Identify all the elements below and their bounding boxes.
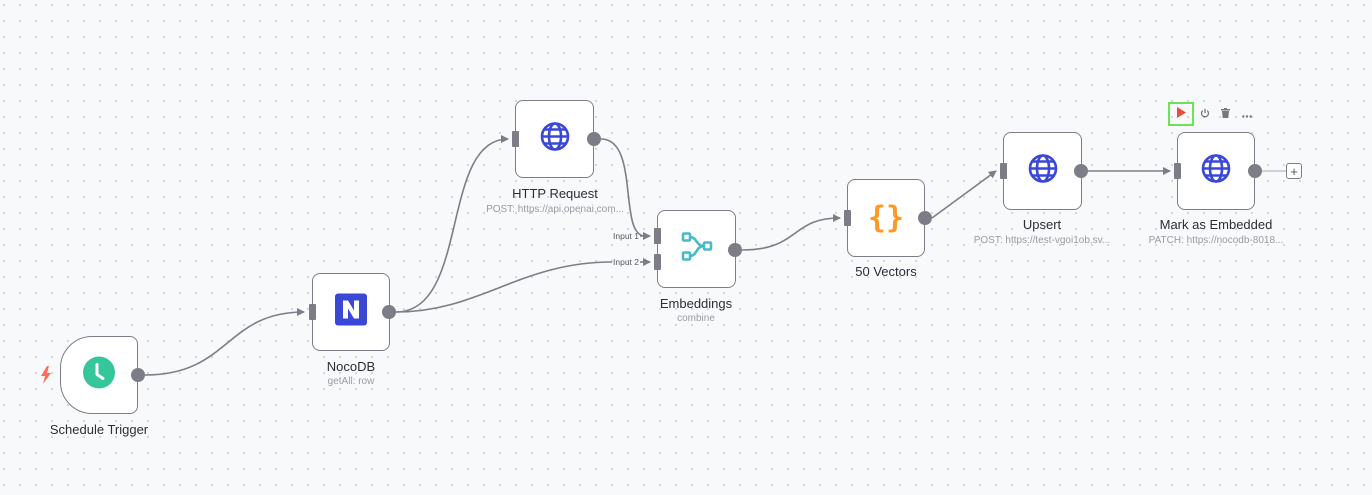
power-icon — [1200, 105, 1210, 123]
connection-vectors-upsert[interactable] — [931, 170, 997, 219]
input-label-1: Input 1 — [613, 231, 639, 241]
input-handle[interactable] — [1174, 163, 1181, 179]
output-handle[interactable] — [918, 211, 932, 225]
node-box[interactable] — [1003, 132, 1082, 210]
node-box[interactable] — [60, 336, 138, 414]
node-box[interactable] — [657, 210, 736, 288]
input-handle[interactable] — [512, 131, 519, 147]
connection-embeddings-vectors[interactable] — [741, 214, 841, 251]
node-box[interactable] — [312, 273, 390, 351]
output-handle[interactable] — [1074, 164, 1088, 178]
node-title: NocoDB — [326, 359, 376, 374]
connection-http-embeddings[interactable] — [600, 138, 646, 237]
input-label-2: Input 2 — [613, 257, 639, 267]
connection-nocodb-embeddings[interactable] — [395, 261, 613, 313]
nocodb-logo-icon — [335, 293, 367, 331]
node-title: Upsert — [1022, 217, 1062, 232]
node-box[interactable] — [1177, 132, 1255, 210]
connection-schedule-nocodb[interactable] — [144, 308, 305, 376]
node-title: HTTP Request — [512, 186, 598, 201]
deactivate-node-button[interactable] — [1198, 102, 1212, 126]
node-title: Schedule Trigger — [49, 422, 149, 437]
input-handle-2[interactable] — [654, 254, 661, 270]
merge-icon — [680, 230, 714, 269]
play-icon — [1176, 105, 1186, 123]
delete-node-button[interactable] — [1216, 102, 1234, 126]
ellipsis-icon — [1242, 105, 1252, 123]
plus-icon: + — [1290, 163, 1298, 179]
add-node-button[interactable]: + — [1286, 163, 1302, 179]
input-handle[interactable] — [309, 304, 316, 320]
node-subtitle: POST: https://test-vgoi1ob.sv... — [973, 235, 1111, 246]
node-toolbar — [1168, 102, 1256, 126]
node-subtitle: combine — [677, 313, 715, 324]
node-box[interactable]: {} — [847, 179, 925, 257]
globe-icon — [1200, 153, 1232, 190]
connection-nocodb-http[interactable] — [395, 135, 509, 313]
node-subtitle: PATCH: https://nocodb-8018... — [1148, 235, 1284, 246]
output-handle[interactable] — [587, 132, 601, 146]
node-title: Mark as Embedded — [1159, 217, 1273, 232]
globe-icon — [1027, 153, 1059, 190]
node-subtitle: POST: https://api.openai.com... — [486, 204, 624, 215]
input-handle[interactable] — [844, 210, 851, 226]
input-handle-1[interactable] — [654, 228, 661, 244]
node-subtitle: getAll: row — [327, 376, 375, 387]
output-handle[interactable] — [728, 243, 742, 257]
more-options-button[interactable] — [1238, 102, 1256, 126]
execute-node-button[interactable] — [1168, 102, 1194, 126]
clock-icon — [83, 356, 115, 394]
trigger-lightning-icon — [40, 366, 52, 389]
node-title: 50 Vectors — [855, 264, 917, 279]
input-handle[interactable] — [1000, 163, 1007, 179]
output-handle[interactable] — [382, 305, 396, 319]
node-title: Embeddings — [659, 296, 733, 311]
output-handle[interactable] — [131, 368, 145, 382]
node-box[interactable] — [515, 100, 594, 178]
globe-icon — [539, 121, 571, 158]
output-handle[interactable] — [1248, 164, 1262, 178]
trash-icon — [1220, 105, 1230, 123]
code-braces-icon: {} — [867, 200, 905, 236]
